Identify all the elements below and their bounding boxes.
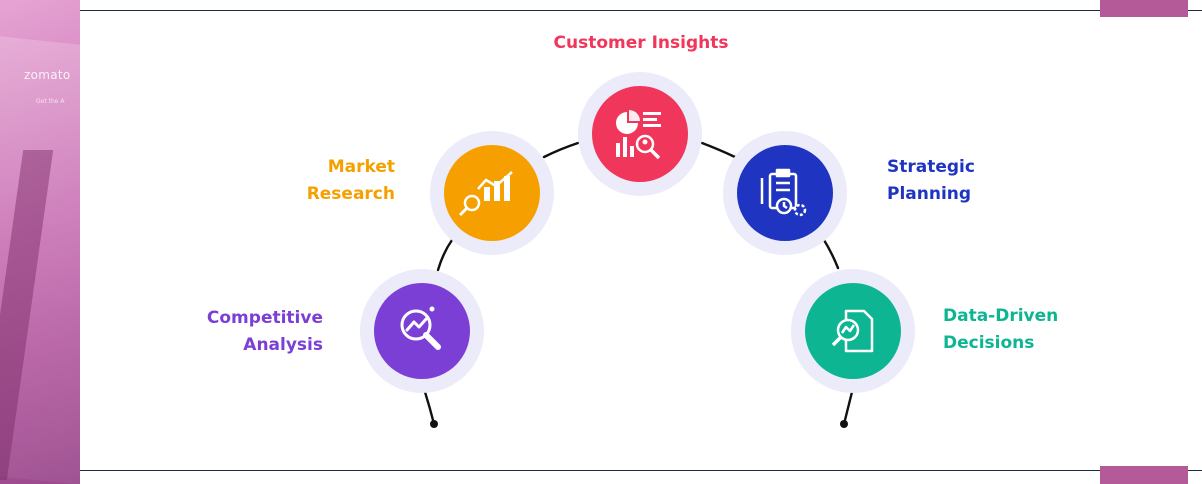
bottom-corner-accent: [1100, 466, 1188, 484]
label-market-research: Market Research: [307, 154, 395, 208]
background-photo-strip: zomato Get the A: [0, 0, 80, 484]
clipboard-gear-icon: [760, 168, 807, 217]
node-customer-insights: [578, 72, 702, 196]
label-market-line2: Research: [306, 184, 395, 204]
label-customer-line1: Customer Insights: [553, 33, 729, 53]
label-strategic-planning: Strategic Planning: [887, 154, 975, 208]
top-rule: [80, 10, 1202, 11]
brand-logo-text: zomato: [24, 68, 71, 82]
label-customer-insights: Customer Insights: [541, 30, 741, 57]
document-search-icon: [831, 309, 874, 353]
connector-strategic-data: [822, 238, 840, 270]
node-data-driven-decisions: [791, 269, 915, 393]
connector-customer-strategic: [700, 141, 737, 159]
brand-tagline: Get the A: [36, 98, 65, 105]
label-data-driven-decisions: Data-Driven Decisions: [943, 303, 1058, 357]
node-strategic-planning: [723, 131, 847, 255]
connector-competitive-market: [436, 238, 454, 272]
label-market-line1: Market: [327, 157, 395, 177]
bar-chart-search-icon: [458, 171, 513, 217]
label-strategic-line2: Planning: [887, 184, 972, 204]
connector-end: [842, 390, 854, 426]
label-data-line2: Decisions: [943, 333, 1035, 353]
top-corner-accent: [1100, 0, 1188, 17]
connector-market-customer: [542, 141, 580, 159]
label-strategic-line1: Strategic: [887, 157, 975, 177]
label-competitive-line1: Competitive: [206, 308, 323, 328]
start-dot: [430, 420, 438, 428]
label-competitive-analysis: Competitive Analysis: [207, 305, 323, 359]
label-competitive-line2: Analysis: [243, 335, 323, 355]
label-data-line1: Data-Driven: [943, 306, 1059, 326]
end-dot: [840, 420, 848, 428]
report-user-search-icon: [616, 110, 661, 160]
node-competitive-analysis: [360, 269, 484, 393]
bottom-rule: [80, 470, 1202, 471]
node-market-research: [430, 131, 554, 255]
connector-start: [423, 390, 436, 426]
magnify-analytics-icon: [400, 306, 441, 350]
